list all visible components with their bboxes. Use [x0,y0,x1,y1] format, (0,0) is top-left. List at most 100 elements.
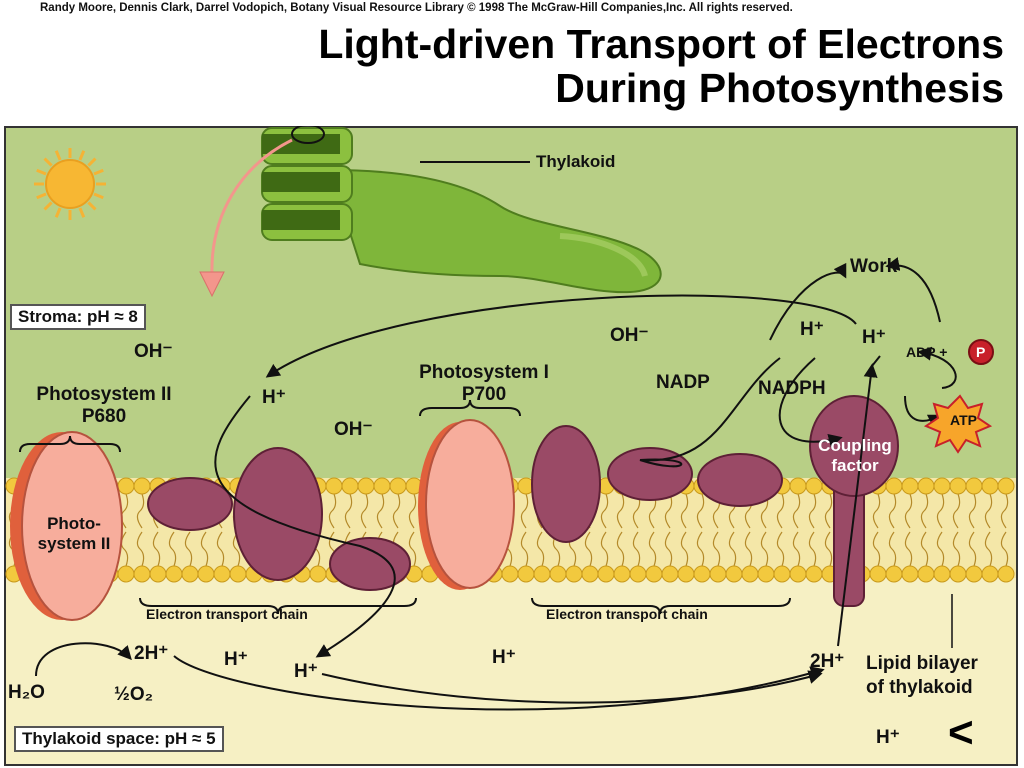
lipid-head [997,565,1015,583]
phosphate-icon [968,339,994,365]
lipid-tail [408,531,417,567]
lipid-head [181,565,199,583]
lipid-head [757,565,775,583]
label-etc-right: Electron transport chain [546,606,708,622]
lipid-head [341,477,359,495]
photosystem-ii [10,431,123,621]
lipid-tail [520,531,529,567]
lipid-head [133,565,151,583]
label-proton-5: H⁺ [800,319,824,340]
label-two-protons-2: 2H⁺ [810,651,845,672]
lipid-head [789,477,807,495]
lipid-head [229,565,247,583]
reaction-arrows [35,257,957,711]
label-atp: ATP [950,412,977,428]
lipid-head [901,565,919,583]
lipid-head [197,565,215,583]
sun-ray [36,192,47,200]
lipid-tail [152,531,161,567]
lipid-head [997,477,1015,495]
ps2-inside-line-2: system II [37,534,111,553]
label-photosystem-i: Photosystem I P700 [388,362,580,406]
lipid-tail [936,531,945,567]
lipid-head [869,565,887,583]
lipid-tail [392,493,401,529]
lipid-tail [1000,531,1009,567]
sun-ray [43,201,53,211]
lipid-head [709,565,727,583]
lipid-tail [920,493,929,529]
label-coupling-factor: Coupling factor [808,436,902,476]
lipid-tail [696,493,705,529]
etc-protein-1 [147,447,411,591]
lipid-head [325,477,343,495]
lipid-tail [584,531,593,567]
lipid-tail [920,531,929,567]
lipid-tail [776,531,785,567]
lipid-tail [216,531,225,567]
label-thylakoid: Thylakoid [536,152,616,171]
lipid-tail [808,531,817,567]
lipid-head [917,477,935,495]
ps1-bracket [419,399,521,417]
lipid-head [725,565,743,583]
label-proton-6: H⁺ [862,327,886,348]
lipid-tail [328,493,337,529]
lipid-tail [760,531,769,567]
photosystem-i [418,419,515,590]
lipid-tail [984,493,993,529]
label-water: H₂O [8,682,45,703]
lipid-tail [968,493,977,529]
back-button[interactable]: < [948,708,974,757]
lipid-tail [136,493,145,529]
lipid-head [885,477,903,495]
atp-burst [923,394,993,454]
lipid-tail [520,493,529,529]
lipid-head [949,477,967,495]
lipid-head [901,477,919,495]
zoom-arrow [210,138,293,277]
lipid-tail [952,531,961,567]
page-title: Light-driven Transport of Electrons Duri… [318,22,1004,110]
lipid-head [373,477,391,495]
lipid-head [117,565,135,583]
lipid-head [741,565,759,583]
lipid-tail [824,531,833,567]
lipid-line-2: of thylakoid [866,677,973,698]
label-work: Work [850,256,898,277]
ps2-title-line-1: Photosystem II [36,384,172,405]
title-line-1: Light-driven Transport of Electrons [318,21,1004,67]
lipid-head [517,565,535,583]
lipid-tail [632,531,641,567]
label-adp: ADP + [906,344,948,360]
sun-ray [54,150,62,161]
lipid-head [389,477,407,495]
lipid-tail [952,493,961,529]
lipid-tail [408,493,417,529]
credit-line: Randy Moore, Dennis Clark, Darrel Vodopi… [40,2,793,14]
lipid-tail [616,531,625,567]
lipid-tail [680,531,689,567]
etc-left-bracket [139,597,417,615]
lipid-head [549,565,567,583]
lipid-head [677,565,695,583]
ps2-title-line-2: P680 [81,406,127,427]
lipid-tail [792,531,801,567]
label-phosphate: P [976,344,986,360]
lipid-tail [648,531,657,567]
lipid-head [981,565,999,583]
lipid-tail [200,531,209,567]
label-proton-2: H⁺ [224,649,248,670]
label-oxygen: ½O₂ [114,684,154,705]
lipid-head [965,565,983,583]
label-lipid-bilayer: Lipid bilayer of thylakoid [866,652,978,700]
lipid-head [805,565,823,583]
sun-ray [43,157,53,167]
lipid-line-1: Lipid bilayer [866,653,978,674]
lipid-head [597,565,615,583]
lipid-tail [616,493,625,529]
lipid-head [581,565,599,583]
coupling-line-1: Coupling [818,436,892,455]
label-hydroxide-2: OH⁻ [334,419,373,440]
label-proton-4: H⁺ [492,647,516,668]
